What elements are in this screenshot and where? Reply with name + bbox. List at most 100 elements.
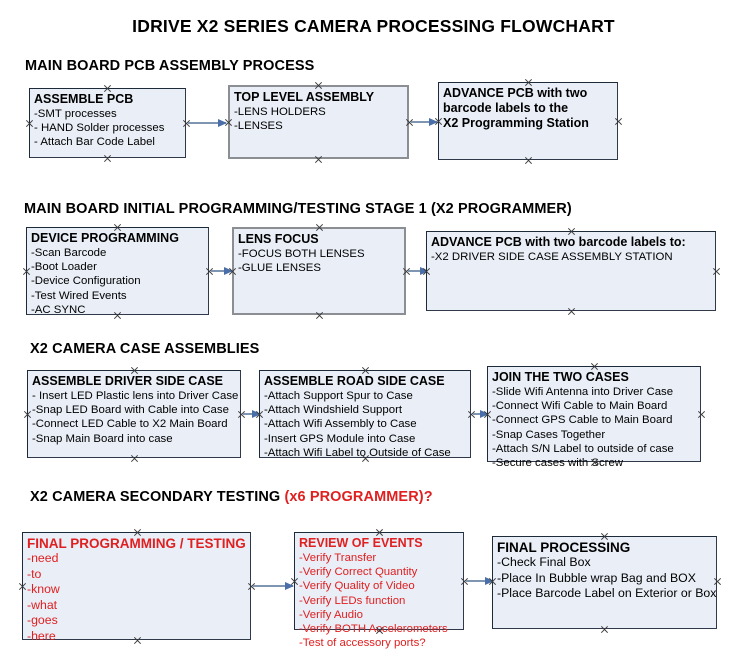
connector-handle-bottom[interactable] [590,458,599,467]
box-line: -Place Barcode Label on Exterior or Box [497,586,717,600]
box-join-the-two-cases[interactable]: JOIN THE TWO CASES -Slide Wifi Antenna i… [487,366,701,469]
section-title-text: MAIN BOARD PCB ASSEMBLY PROCESS [25,58,315,74]
box-line: - Attach Bar Code Label [34,136,155,149]
box-final-programming-testing[interactable]: FINAL PROGRAMMING / TESTING -need -to -k… [22,532,251,643]
box-line: X2 Programming Station [443,116,589,130]
connector-handle-right[interactable] [713,577,722,586]
connector-handle-left[interactable] [255,410,264,419]
connector-handle-bottom[interactable] [567,307,576,316]
box-line: -to [27,566,42,581]
box-line: -Scan Barcode [31,247,107,259]
box-line: -know [27,582,60,596]
connector-handle-top[interactable] [375,528,384,537]
box-heading: LENS FOCUS [238,232,319,246]
box-line: -Attach Support Spur to Case [264,390,413,402]
connector-handle-left[interactable] [22,267,31,276]
box-review-of-events[interactable]: REVIEW OF EVENTS -Verify Transfer -Verif… [294,532,464,649]
box-heading: REVIEW OF EVENTS [299,536,423,550]
connector-handle-top[interactable] [524,78,533,87]
connector-handle-bottom[interactable] [375,626,384,635]
box-line: -Boot Loader [31,261,97,274]
arrow-assemble-pcb-to-top-level-assembly [188,118,227,127]
connector-handle-left[interactable] [25,119,34,128]
box-line: -Attach S/N Label to outside of case [492,442,674,455]
box-top-level-assembly[interactable]: TOP LEVEL ASSEMBLY -LENS HOLDERS -LENSES [228,85,409,159]
box-heading: ADVANCE PCB with two barcode labels to: [431,235,686,249]
box-line: -here [27,628,56,643]
connector-handle-top[interactable] [567,227,576,236]
box-final-processing[interactable]: FINAL PROCESSING -Check Final Box -Place… [492,536,717,629]
box-device-programming[interactable]: DEVICE PROGRAMMING -Scan Barcode -Boot L… [26,227,209,316]
box-line: -Verify LEDs function [299,594,406,607]
connector-handle-left[interactable] [18,582,27,591]
box-line: -Connect LED Cable to X2 Main Board [32,418,228,431]
box-line: -Check Final Box [497,555,591,569]
box-heading: DEVICE PROGRAMMING [31,231,179,245]
connector-handle-top[interactable] [133,528,142,537]
box-line: -Slide Wifi Antenna into Driver Case [492,386,674,398]
connector-handle-left[interactable] [23,410,32,419]
connector-handle-left[interactable] [422,267,431,276]
connector-handle-bottom[interactable] [113,311,122,320]
box-assemble-driver-side-case[interactable]: ASSEMBLE DRIVER SIDE CASE - Insert LED P… [27,370,241,458]
connector-handle-bottom[interactable] [130,454,139,463]
box-line: - HAND Solder processes [34,122,165,135]
arrow-final-programming-to-review-of-events [253,581,294,590]
box-line: -Attach Windshield Support [264,404,403,417]
connector-handle-bottom[interactable] [314,155,323,164]
box-line: -LENSES [234,120,283,133]
section-title-main-board-pcb-assembly: MAIN BOARD PCB ASSEMBLY PROCESS [25,58,314,74]
connector-handle-bottom[interactable] [315,311,324,320]
connector-handle-left[interactable] [228,267,237,276]
connector-handle-bottom[interactable] [524,156,533,165]
box-assemble-pcb[interactable]: ASSEMBLE PCB -SMT processes - HAND Solde… [29,88,186,158]
box-line: -Attach Wifi Label to Outside of Case [264,446,451,459]
connector-handle-bottom[interactable] [133,636,142,645]
connector-handle-left[interactable] [488,577,497,586]
connector-handle-left[interactable] [483,410,492,419]
box-assemble-road-side-case[interactable]: ASSEMBLE ROAD SIDE CASE -Attach Support … [259,370,471,459]
connector-handle-right[interactable] [712,267,721,276]
box-advance-pcb-x2-programming-station[interactable]: ADVANCE PCB with two barcode labels to t… [438,82,618,160]
box-heading: ASSEMBLE ROAD SIDE CASE [264,374,445,388]
box-line: -Verify BOTH Accelerometers [299,623,448,636]
box-line: -GLUE LENSES [238,262,321,275]
connector-handle-bottom[interactable] [103,154,112,163]
connector-handle-top[interactable] [600,532,609,541]
connector-handle-right[interactable] [614,117,623,126]
section-title-text: MAIN BOARD INITIAL PROGRAMMING/TESTING S… [24,201,572,217]
box-line: -LENS HOLDERS [234,106,326,118]
section-title-main-board-initial-programming: MAIN BOARD INITIAL PROGRAMMING/TESTING S… [24,201,572,217]
connector-handle-left[interactable] [290,577,299,586]
connector-handle-bottom[interactable] [361,454,370,463]
connector-handle-top[interactable] [314,81,323,90]
section-title-red-suffix: (x6 PROGRAMMER)? [284,489,433,505]
connector-handle-left[interactable] [224,118,233,127]
connector-handle-top[interactable] [130,366,139,375]
box-lens-focus[interactable]: LENS FOCUS -FOCUS BOTH LENSES -GLUE LENS… [232,227,406,315]
box-line: barcode labels to the [443,101,569,115]
box-line: -need [27,551,59,565]
section-title-text: X2 CAMERA CASE ASSEMBLIES [30,341,260,357]
box-line: -Insert GPS Module into Case [264,432,416,445]
connector-handle-bottom[interactable] [600,625,609,634]
box-line: -Connect Wifi Cable to Main Board [492,400,668,413]
box-advance-pcb-driver-side-case[interactable]: ADVANCE PCB with two barcode labels to: … [426,231,716,311]
section-title-text: X2 CAMERA SECONDARY TESTING [30,489,285,505]
box-line: -X2 DRIVER SIDE CASE ASSEMBLY STATION [431,251,673,263]
box-heading: ASSEMBLE PCB [34,92,134,106]
connector-handle-top[interactable] [590,362,599,371]
box-line: -FOCUS BOTH LENSES [238,248,365,260]
connector-handle-right[interactable] [697,410,706,419]
connector-handle-left[interactable] [434,117,443,126]
box-line: -goes [27,613,58,627]
box-line: -Snap Main Board into case [32,432,173,445]
connector-handle-top[interactable] [113,223,122,232]
connector-handle-top[interactable] [361,366,370,375]
box-line: -Device Configuration [31,275,141,288]
connector-handle-top[interactable] [315,223,324,232]
box-heading: ADVANCE PCB with two [443,86,588,100]
box-line: -Attach Wifi Assembly to Case [264,418,417,431]
box-line: -Verify Audio [299,608,363,621]
connector-handle-top[interactable] [103,84,112,93]
